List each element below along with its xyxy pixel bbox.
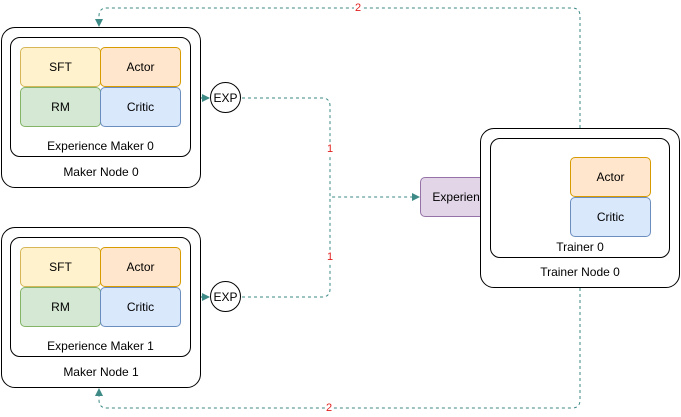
edge-label-exp1: 1 [326,251,335,263]
rm-cell-1: RM [20,287,101,327]
trainer-node-0-label: Trainer Node 0 [540,265,620,279]
critic-cell-0: Critic [100,87,181,127]
maker-node-0-label: Maker Node 0 [63,165,139,179]
maker-node-1-label: Maker Node 1 [63,365,139,379]
edge-label-trainer-maker0: 2 [354,2,363,14]
critic-cell-1: Critic [100,287,181,327]
trainer-0-label: Trainer 0 [556,240,604,254]
edge-exp1-to-buffer [242,197,331,298]
edge-exp0-to-buffer [242,97,420,201]
edge-label-trainer-maker1: 2 [325,402,334,414]
rm-cell-0: RM [20,87,101,127]
trainer-critic-cell: Critic [570,197,651,237]
trainer-actor-cell: Actor [570,157,651,197]
sft-cell-0: SFT [20,47,101,87]
edge-trainer-to-maker0 [95,7,581,128]
edge-trainer-to-maker1 [95,288,581,409]
exp-node-0: EXP [210,82,241,113]
actor-cell-1: Actor [100,247,181,287]
experience-maker-1-label: Experience Maker 1 [47,339,154,353]
actor-cell-0: Actor [100,47,181,87]
experience-maker-0-label: Experience Maker 0 [47,139,154,153]
edge-label-exp0: 1 [326,143,335,155]
exp-node-1: EXP [210,281,241,312]
sft-cell-1: SFT [20,247,101,287]
